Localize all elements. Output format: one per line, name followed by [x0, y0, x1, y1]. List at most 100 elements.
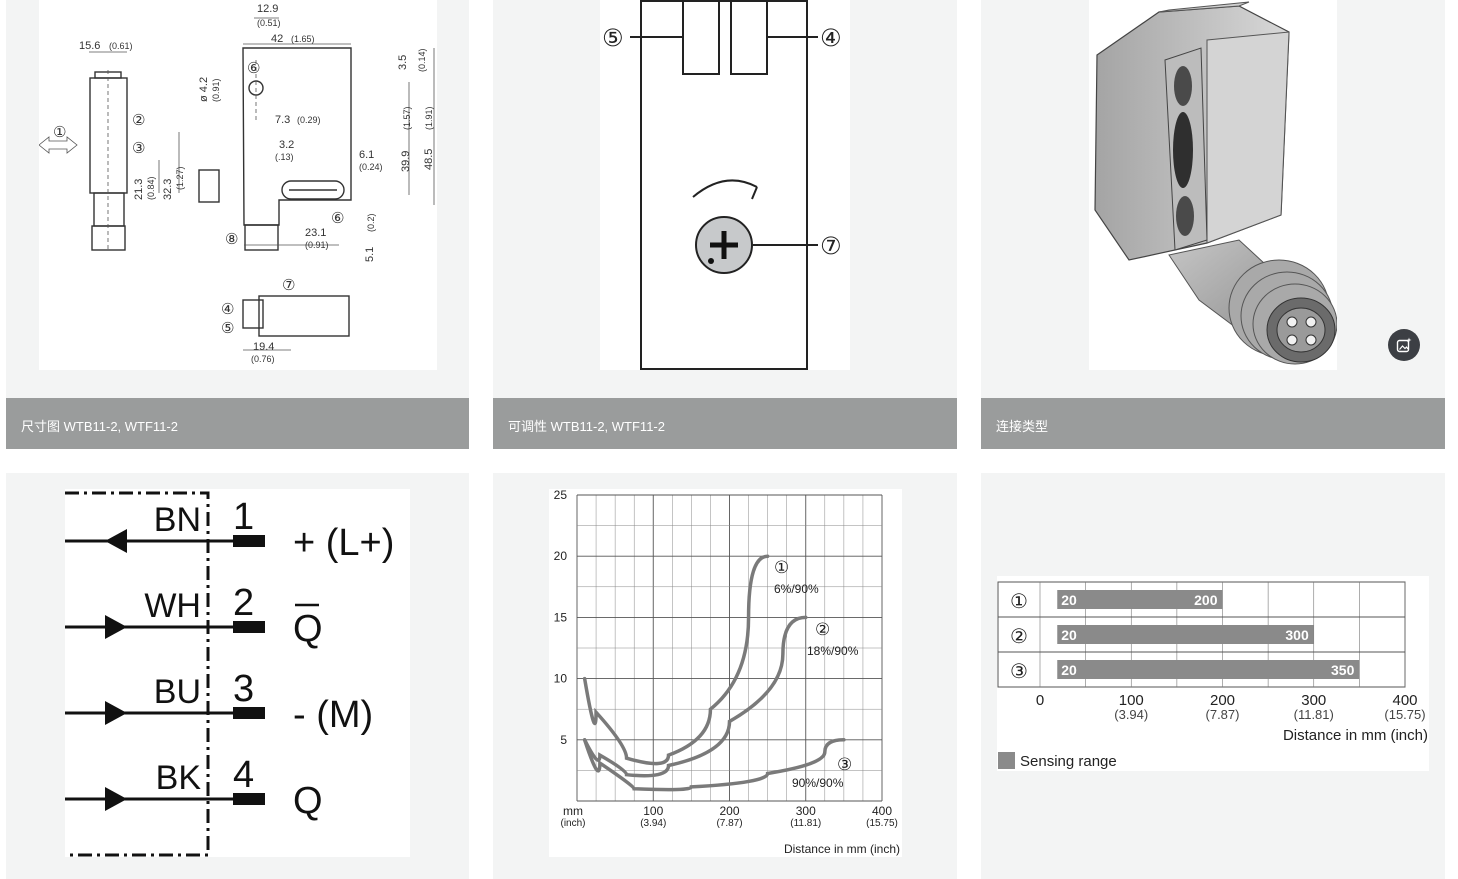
dim-label: 21.3: [133, 179, 145, 200]
series-line: [582, 738, 846, 792]
dim-label: 19.4: [253, 341, 274, 353]
dim-label: (1.65): [291, 34, 315, 44]
dim-label: (0.2): [366, 213, 376, 232]
x-tick-label: 200: [1210, 692, 1235, 709]
series-marker: ③: [837, 755, 852, 774]
arrow-out-icon: [105, 787, 127, 811]
series-label: 18%/90%: [807, 644, 859, 658]
callout-marker: ⑦: [820, 233, 842, 260]
arrow-out-icon: [105, 701, 127, 725]
pin-signal: Q: [293, 608, 323, 650]
image-ai-button[interactable]: [1388, 329, 1420, 361]
series-marker: ②: [815, 620, 830, 639]
x-tick-inch-label: (11.81): [1294, 707, 1334, 722]
x-tick-inch-label: (15.75): [866, 818, 898, 829]
gallery-card-connection[interactable]: 连接类型: [981, 0, 1445, 449]
thumbnail-adjustability[interactable]: ⑤ ④ ⑦: [493, 0, 957, 398]
bar-start-label: 20: [1061, 662, 1077, 678]
arrow-out-icon: [105, 615, 127, 639]
dim-label: 5.1: [364, 247, 376, 262]
x-tick-label: mm: [563, 804, 583, 818]
range-bar: [1057, 590, 1223, 609]
gallery-card-dimension[interactable]: 12.9 (0.51) 42 (1.65) 15.6 (0.61) 3.5 (0…: [6, 0, 469, 449]
thumbnail-connection[interactable]: [981, 0, 1445, 398]
callout-marker: ⑤: [602, 25, 624, 52]
dim-label: (.13): [275, 152, 294, 162]
dim-label: 32.3: [162, 179, 174, 200]
pin-signal: + (L+): [293, 522, 394, 564]
callout-marker: ⑥: [247, 60, 260, 77]
dim-label: (0.14): [417, 48, 427, 72]
callout-marker: ⑧: [225, 231, 238, 248]
pin-terminal: [233, 535, 265, 547]
dim-label: 23.1: [305, 227, 326, 239]
range-bar: [1057, 660, 1360, 679]
category-marker: ②: [1010, 626, 1028, 648]
dim-label: (0.84): [146, 176, 156, 200]
legend-swatch: [998, 752, 1015, 769]
callout-marker: ⑦: [282, 277, 295, 294]
pin-terminal: [233, 621, 265, 633]
pin-terminal: [233, 793, 265, 805]
x-tick-inch-label: (7.87): [1206, 707, 1240, 722]
range-bar: [1057, 625, 1314, 644]
callout-marker: ④: [221, 301, 234, 318]
dim-label: (1.57): [402, 106, 412, 130]
pin-number: 2: [233, 582, 254, 624]
pin-number: 1: [233, 496, 254, 538]
category-marker: ①: [1010, 591, 1028, 613]
x-tick-label: 400: [1392, 692, 1417, 709]
dim-label: 6.1: [359, 149, 374, 161]
dim-label: (0.29): [297, 115, 321, 125]
callout-marker: ②: [132, 112, 145, 129]
x-tick-label: 300: [1301, 692, 1326, 709]
x-axis-label: Distance in mm (inch): [1283, 727, 1428, 744]
x-tick-inch-label: (7.87): [716, 818, 742, 829]
x-axis-label: Distance in mm (inch): [783, 842, 899, 856]
image-sparkle-icon: [1396, 337, 1412, 353]
adjustability-drawing: ⑤ ④ ⑦: [602, 0, 842, 370]
category-marker: ③: [1010, 661, 1028, 683]
connector-illustration: [1094, 1, 1338, 365]
dim-label: 15.6: [79, 40, 100, 52]
y-tick-label: 15: [553, 610, 567, 624]
y-tick-label: 10: [553, 672, 567, 686]
series-marker: ①: [774, 558, 789, 577]
dim-label: (0.76): [251, 354, 275, 364]
series-label: 90%/90%: [792, 776, 844, 790]
dim-label: 7.3: [275, 114, 290, 126]
dim-label: 39.9: [400, 151, 412, 172]
dimension-drawing: 12.9 (0.51) 42 (1.65) 15.6 (0.61) 3.5 (0…: [37, 3, 435, 364]
arrow-in-icon: [105, 529, 127, 553]
thumbnail-dimension[interactable]: 12.9 (0.51) 42 (1.65) 15.6 (0.61) 3.5 (0…: [6, 0, 469, 398]
x-tick-inch-label: (3.94): [640, 818, 666, 829]
x-tick-inch-label: (15.75): [1384, 707, 1425, 722]
bar-end-label: 200: [1194, 592, 1218, 608]
callout-marker: ⑥: [331, 210, 344, 227]
dim-label: 3.2: [279, 139, 294, 151]
callout-marker: ①: [53, 124, 66, 141]
bar-end-label: 300: [1285, 627, 1309, 643]
legend-label: Sensing range: [1020, 753, 1117, 770]
series-label: 6%/90%: [774, 582, 819, 596]
callout-marker: ④: [820, 25, 842, 52]
series-line: [582, 615, 807, 778]
wire-color-label: BN: [154, 501, 201, 539]
dim-label: (0.91): [211, 78, 221, 102]
dim-label: 12.9: [257, 3, 278, 15]
dim-label: 3.5: [397, 55, 409, 70]
gallery-card-adjustability[interactable]: ⑤ ④ ⑦ 可调性 WTB11-2, WTF11-2: [493, 0, 957, 449]
x-tick-inch-label: (inch): [560, 818, 585, 829]
pin-terminal: [233, 707, 265, 719]
y-tick-label: 5: [560, 733, 567, 747]
plus-icon: [710, 231, 738, 259]
dim-label: (1.91): [424, 106, 434, 130]
